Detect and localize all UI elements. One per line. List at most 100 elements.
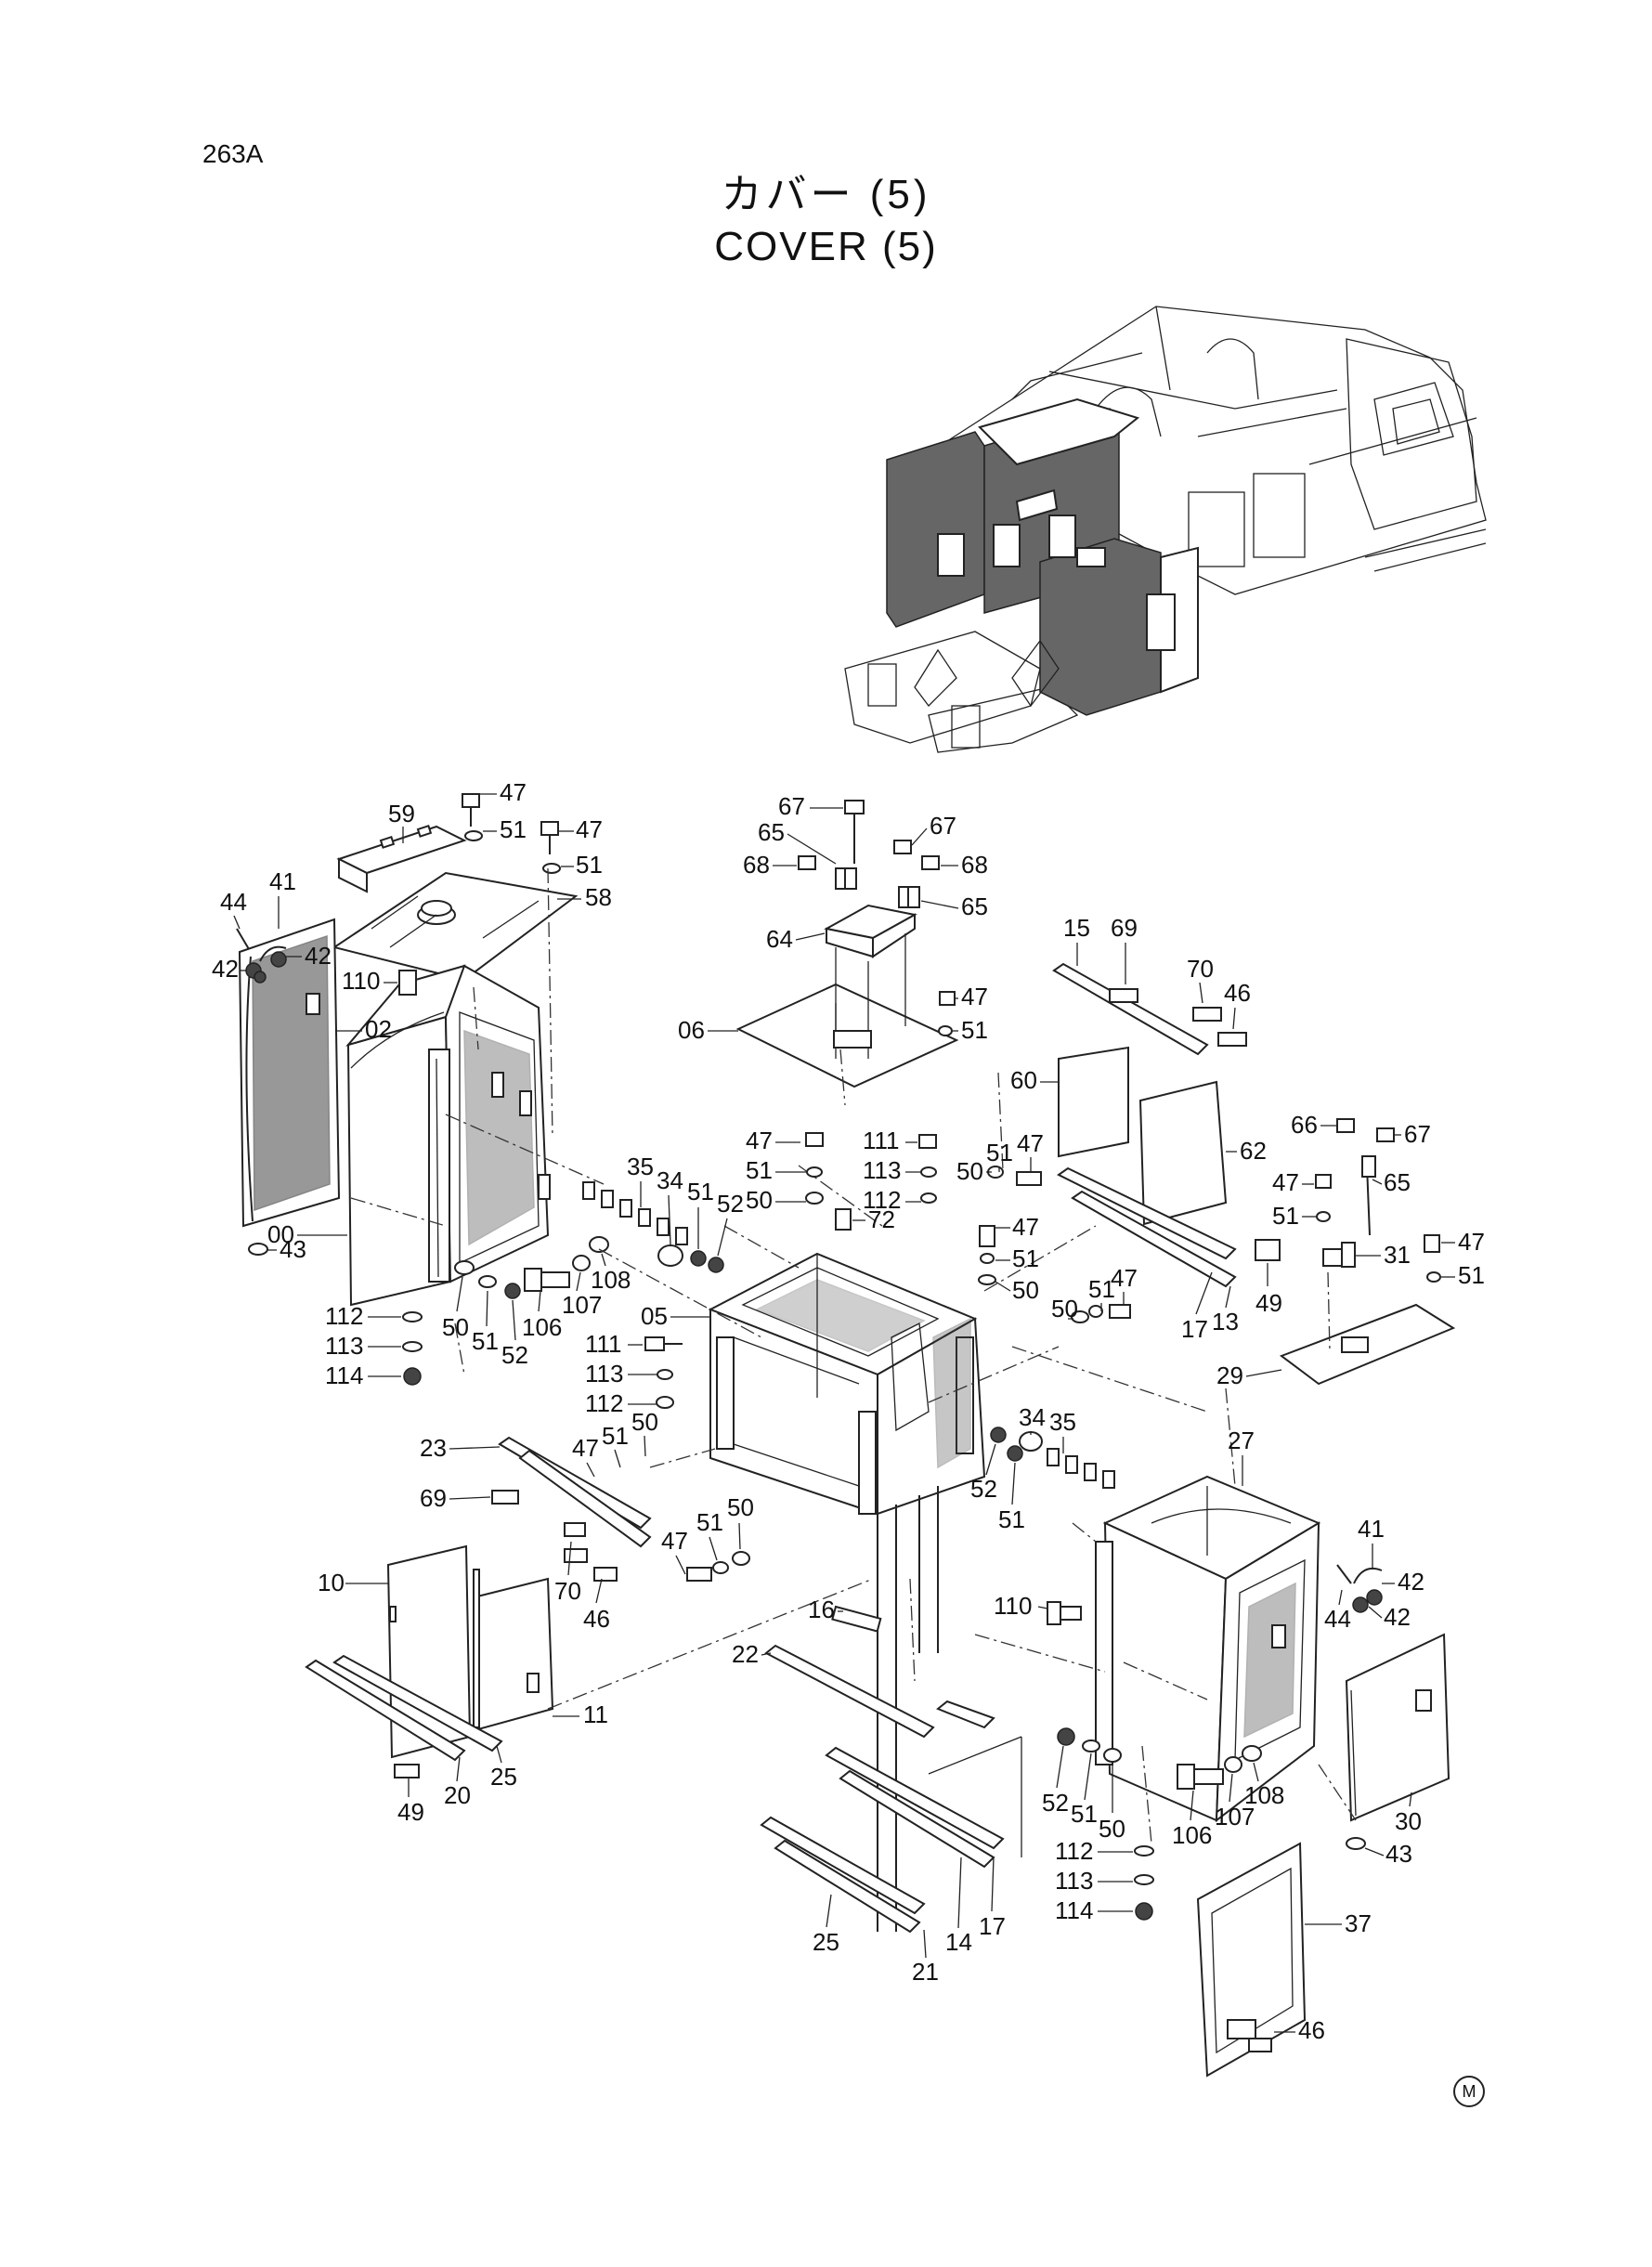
callout-c7: 41 [269,867,296,929]
callout-c113-text: 114 [1055,1896,1093,1924]
callout-c118: 37 [1305,1909,1372,1937]
callout-c9-text: 42 [305,942,332,970]
callout-c10-text: 42 [212,955,239,983]
callout-c75: 51 [602,1422,629,1468]
callout-c77: 47 [572,1434,599,1478]
callout-c99: 41 [1358,1515,1385,1570]
callout-c82: 47 [661,1527,712,1582]
panel-60 [1058,1046,1129,1158]
callout-c41: 111 [863,1127,937,1154]
callout-c49-text: 51 [1012,1244,1039,1272]
callout-c55: 60 [1010,1066,1059,1094]
callout-c45-text: 50 [956,1157,983,1185]
callout-c17: 114 [325,1362,401,1389]
callout-c12-text: 02 [365,1015,392,1043]
callout-c116: 14 [945,1857,972,1956]
callout-c104: 51 [1071,1752,1098,1828]
hardware-106-107-108-left [402,1236,609,1386]
callout-c85-text: 29 [1216,1362,1243,1389]
hardware-right-center [978,1166,1281,1323]
callout-c22: 107 [562,1271,602,1319]
callout-c42-text: 113 [863,1156,901,1184]
callout-c72-text: 111 [585,1330,622,1358]
callout-c86: 27 [1228,1427,1255,1486]
callout-c56-text: 62 [1240,1137,1267,1165]
callout-c36: 51 [938,1016,988,1044]
callout-c59: 47 [1272,1168,1332,1196]
callout-c21: 106 [522,1290,562,1341]
callout-c1: 47 [479,778,527,806]
callout-c40: 50 [746,1186,824,1214]
callout-c62: 31 [1355,1241,1411,1269]
callout-c115: 21 [912,1929,939,1986]
callout-c76: 50 [631,1408,658,1457]
rail-13-17 [1057,1166,1237,1288]
callout-c35: 47 [939,983,988,1010]
callout-c19-text: 51 [472,1327,499,1355]
callout-c79-text: 69 [420,1484,447,1512]
callout-c32: 68 [941,851,988,879]
callout-c80-text: 70 [554,1577,581,1605]
callout-c98-text: 110 [994,1592,1032,1620]
callout-c76-text: 50 [631,1408,658,1436]
title-block: カバー (5) COVER (5) [0,169,1652,273]
door-30 [1345,1633,1450,1822]
top-cover-plate-58 [332,871,579,982]
callout-c54: 46 [1224,979,1251,1030]
callout-c64-text: 51 [1458,1261,1485,1289]
callout-c70: 50 [1051,1295,1078,1322]
callout-c96: 16 [808,1596,843,1623]
callout-c33: 65 [920,892,988,920]
callout-c22-text: 107 [562,1291,602,1319]
callout-c90: 51 [998,1462,1025,1533]
callout-c104-text: 51 [1071,1800,1098,1828]
callout-c81: 46 [583,1578,610,1633]
hardware-right-lower [1047,1601,1262,1921]
callout-c69: 47 [1111,1264,1138,1305]
callout-c65-text: 49 [1255,1289,1282,1317]
rail-14-17-25-21 [760,1736,1022,1934]
callout-c33-text: 65 [961,892,988,920]
callout-c79: 69 [420,1484,491,1512]
callout-c100: 42 [1382,1568,1424,1596]
callout-c3: 59 [388,800,415,843]
callout-c119: 46 [1274,2016,1325,2044]
callout-c64: 51 [1426,1261,1485,1289]
callout-c34-text: 64 [766,925,793,953]
callout-c80: 70 [554,1541,581,1605]
rail-15 [1052,962,1247,1056]
callout-c100-text: 42 [1398,1568,1424,1596]
callout-c56: 62 [1226,1137,1267,1165]
frame-37 [1196,1842,1307,2078]
callout-c16-text: 113 [325,1332,363,1360]
callout-c111-text: 112 [1055,1837,1093,1865]
callout-c89-text: 52 [970,1475,997,1503]
callout-c118-text: 37 [1345,1909,1372,1937]
callout-c47: 47 [1017,1129,1044,1172]
callout-c84-text: 50 [727,1493,754,1521]
callout-c23-text: 108 [591,1266,631,1294]
callout-c25: 34 [657,1166,683,1245]
callout-c14: 00 [267,1220,347,1248]
callout-c25-text: 34 [657,1166,683,1194]
page-number: 263A [202,139,264,168]
callout-c48: 47 [995,1213,1039,1241]
callout-c5-text: 51 [576,851,603,879]
callout-c28: 67 [778,792,843,820]
callout-c6: 58 [557,883,612,911]
callout-c51-text: 15 [1063,914,1090,942]
callout-c86-text: 27 [1228,1427,1255,1454]
callout-c89: 52 [970,1443,997,1503]
callout-c31-text: 67 [930,812,956,840]
callout-c46: 51 [986,1139,1013,1172]
callout-c38: 47 [746,1127,824,1154]
manufacturer-mark: M [1453,2076,1485,2107]
callout-c30: 68 [743,851,797,879]
callout-c42: 113 [863,1156,937,1184]
callout-c20: 52 [501,1299,528,1369]
callout-c13-text: 43 [280,1235,306,1263]
callout-c106-text: 106 [1172,1821,1212,1849]
callout-c117-text: 17 [979,1912,1006,1940]
callout-c60-text: 65 [1384,1168,1411,1196]
callout-c10: 42 [212,955,246,983]
